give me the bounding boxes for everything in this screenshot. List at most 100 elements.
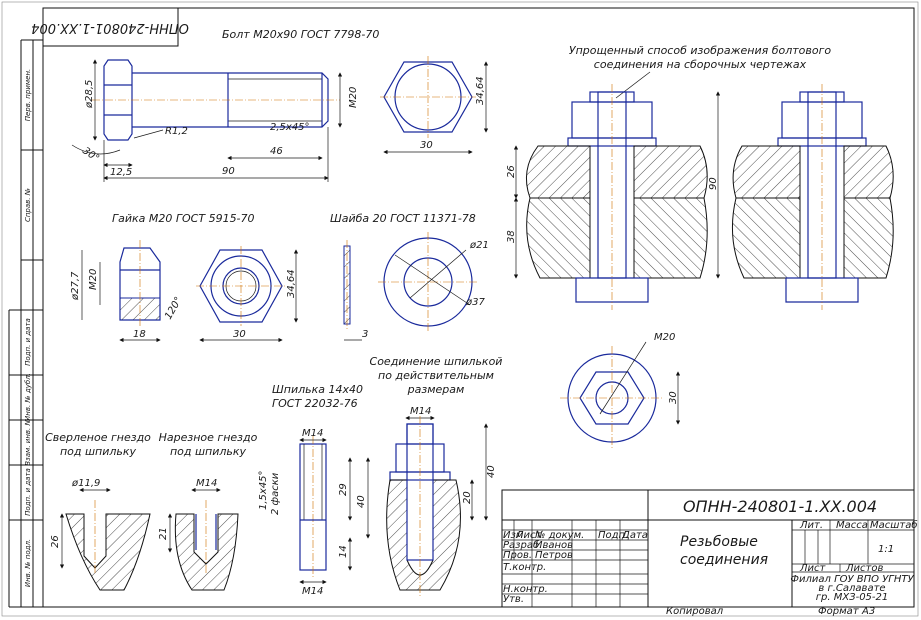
tb-role-1: Пров.	[503, 550, 532, 561]
stud-joint-title-2: по действительным	[378, 369, 494, 382]
side-label-5: Взам. инв. №	[24, 418, 32, 466]
nut-dim-flats: 30	[233, 329, 246, 340]
stud-dim-len2: 40	[356, 495, 367, 508]
washer-drawing: Шайба 20 ГОСТ 11371-78 3 ø21 ø37	[330, 212, 489, 341]
tapped-hole-drawing: Нарезное гнездо под шпильку М14 21	[158, 431, 258, 591]
stud-title-1: Шпилька 14х40	[272, 383, 363, 396]
tb-copied: Копировал	[666, 606, 724, 617]
tapped-title-2: под шпильку	[170, 445, 247, 458]
washer-title: Шайба 20 ГОСТ 11371-78	[330, 212, 476, 225]
assembly-dim-bottom: 38	[506, 230, 517, 243]
drilled-title-2: под шпильку	[60, 445, 137, 458]
nut-dim-height: 18	[133, 329, 146, 340]
side-label-3: Подп. и дата	[24, 318, 32, 366]
assembly-dim-thread: М20	[654, 332, 675, 343]
tb-col-list: Лист	[515, 530, 543, 541]
tb-sheets: Листов	[845, 563, 883, 574]
tb-org-2: в г.Салавате	[818, 583, 885, 594]
tb-col-doc: № докум.	[534, 530, 584, 541]
drilled-dim-d: ø11,9	[71, 478, 100, 489]
stud-joint-drawing: Соединение шпилькой по действительным ра…	[370, 355, 503, 596]
stud-joint-dim-thread: М14	[410, 406, 431, 417]
tb-sheet: Лист	[799, 563, 827, 574]
washer-dim-din: ø21	[469, 240, 489, 251]
tb-scale: Масштаб	[870, 519, 918, 531]
left-side-strip: Перв. примен. Справ. № Подп. и дата Инв.…	[8, 39, 43, 608]
stud-dim-chamfer-note: 2 фаски	[270, 472, 281, 515]
bolt-dim-threadlen: 46	[270, 146, 283, 157]
stud-title-2: ГОСТ 22032-76	[272, 397, 358, 410]
nut-dim-thread: М20	[88, 269, 99, 290]
tb-name-2: соединения	[680, 552, 768, 568]
side-label-2: Справ. №	[24, 188, 32, 222]
stud-drawing: Шпилька 14х40 ГОСТ 22032-76 М14 1,5х45° …	[258, 383, 371, 597]
nut-dim-corners: 34,64	[286, 269, 297, 298]
nut-drawing: Гайка М20 ГОСТ 5915-70 18 ø27,7 М20 120°…	[70, 212, 299, 343]
bolt-dim-thread: М20	[348, 87, 359, 108]
bolt-dim-flats: 30	[420, 140, 433, 151]
top-code-box	[42, 7, 179, 47]
drilled-title-1: Сверленое гнездо	[45, 431, 151, 444]
stud-dim-thread-bottom: М14	[302, 586, 323, 597]
bolt-dim-chamfer: 2,5х45°	[270, 122, 310, 133]
washer-dim-thick: 3	[362, 329, 368, 340]
bolt-dim-length: 90	[222, 166, 235, 177]
side-label-7: Инв. № подл.	[24, 539, 32, 587]
bolt-title: Болт М20х90 ГОСТ 7798-70	[222, 28, 379, 41]
tb-lit: Лит.	[799, 520, 823, 531]
tb-mass: Масса	[836, 520, 868, 531]
tb-name-1: Резьбовые	[680, 534, 758, 550]
stud-joint-dim-20: 20	[462, 491, 473, 504]
drilled-dim-depth: 26	[50, 535, 61, 548]
tb-org-1: Филиал ГОУ ВПО УГНТУ	[790, 574, 914, 585]
tb-format: Формат	[818, 606, 860, 617]
tb-col-sign: Подп.	[598, 530, 628, 541]
bolt-assembly-drawing: Упрощенный способ изображения болтового …	[506, 44, 894, 450]
drilled-hole-drawing: Сверленое гнездо под шпильку ø11,9 26	[45, 431, 151, 591]
bolt-dim-r: R1,2	[165, 126, 188, 137]
washer-dim-dout: ø37	[465, 297, 485, 308]
side-label-4: Инв. № дубл.	[24, 373, 32, 421]
assembly-title-1: Упрощенный способ изображения болтового	[569, 44, 832, 57]
assembly-dim-total: 90	[708, 177, 719, 190]
tb-org-3: гр. МХЗ-05-21	[816, 592, 889, 603]
top-code-text: ОПНН-240801-1.XX.004	[31, 20, 189, 35]
nut-title: Гайка М20 ГОСТ 5915-70	[112, 212, 255, 225]
tb-role-4: Н.контр.	[503, 584, 548, 595]
tapped-dim-thread: М14	[196, 478, 217, 489]
stud-joint-title-1: Соединение шпилькой	[370, 355, 503, 368]
title-block: Изм Лист № докум. Подп. Дата Разраб. Ива…	[501, 489, 918, 617]
side-label-6: Подп. и дата	[24, 468, 32, 516]
side-label-1: Перв. примен.	[24, 69, 32, 122]
tb-name-0: Иванов	[535, 540, 573, 551]
tb-role-5: Утв.	[503, 594, 524, 605]
bolt-dim-angle: 30°	[80, 145, 101, 164]
bolt-dim-corners: 34,64	[475, 76, 486, 105]
nut-dim-angle: 120°	[163, 295, 185, 321]
tb-scale-value: 1:1	[878, 544, 894, 555]
stud-dim-len3: 14	[338, 545, 349, 558]
tb-col-izm: Изм	[503, 530, 524, 541]
stud-joint-title-3: размерам	[407, 383, 465, 396]
tapped-dim-depth: 21	[158, 527, 169, 540]
stud-dim-chamfer: 1,5х45°	[258, 470, 269, 510]
assembly-title-2: соединения на сборочных чертежах	[594, 58, 807, 71]
nut-dim-d: ø27,7	[70, 271, 81, 301]
bolt-drawing: Болт М20х90 ГОСТ 7798-70 ø28,5 М20 R1,2 …	[71, 28, 489, 182]
assembly-dim-top: 26	[506, 165, 517, 178]
tb-role-0: Разраб.	[503, 539, 542, 551]
stud-dim-len1: 29	[338, 483, 349, 496]
tb-col-date: Дата	[621, 530, 648, 541]
tb-format-value: А3	[861, 606, 875, 617]
stud-joint-dim-40: 40	[486, 465, 497, 478]
bolt-dim-dhead: ø28,5	[84, 80, 95, 109]
stud-dim-thread-top: М14	[302, 428, 323, 439]
tb-code: ОПНН-240801-1.XX.004	[683, 497, 877, 516]
inner-frame	[42, 7, 915, 608]
tb-role-2: Т.контр.	[503, 562, 546, 573]
bolt-dim-headh: 12,5	[110, 167, 132, 178]
tb-name-1: Петров	[535, 550, 573, 561]
assembly-dim-flats: 30	[668, 391, 679, 404]
